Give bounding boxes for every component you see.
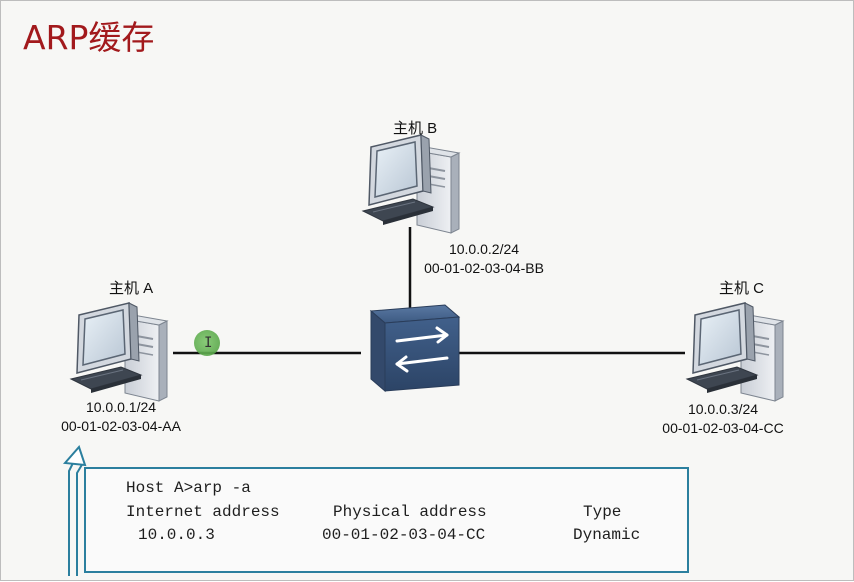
switch-icon: [369, 304, 461, 393]
host-b-ip: 10.0.0.2/24: [448, 241, 520, 257]
host-c-address-block: 10.0.0.3/24 00-01-02-03-04-CC: [645, 400, 801, 438]
slide-title: ARP缓存: [23, 18, 155, 57]
console-header-ip: Internet address: [126, 503, 280, 521]
host-c-ip: 10.0.0.3/24: [687, 401, 759, 417]
host-c-mac: 00-01-02-03-04-CC: [662, 420, 784, 436]
host-a-mac: 00-01-02-03-04-AA: [61, 418, 181, 434]
console-header-type: Type: [583, 503, 622, 521]
host-b-mac: 00-01-02-03-04-BB: [424, 260, 544, 276]
host-b-name: 主机 B: [393, 120, 438, 137]
console-command: Host A>arp -a: [126, 479, 251, 497]
console-header-mac: Physical address: [333, 503, 487, 521]
host-a-computer-icon: [70, 302, 168, 402]
host-c-name: 主机 C: [719, 280, 765, 297]
callout-arrow-icon: [62, 445, 87, 576]
host-b-address-block: 10.0.0.2/24 00-01-02-03-04-BB: [409, 240, 559, 278]
text-cursor-icon: I: [204, 335, 213, 351]
host-b-computer-icon: [362, 134, 460, 234]
console-row-type: Dynamic: [573, 526, 641, 544]
host-a-name: 主机 A: [109, 280, 154, 297]
cursor-highlight: [194, 330, 220, 356]
host-a-address-block: 10.0.0.1/24 00-01-02-03-04-AA: [43, 398, 199, 436]
console-row-mac: 00-01-02-03-04-CC: [322, 526, 486, 544]
host-c-computer-icon: [686, 302, 784, 402]
arp-console-box: Host A>arp -a Internet address Physical …: [84, 467, 689, 573]
host-a-ip: 10.0.0.1/24: [85, 399, 157, 415]
console-row-ip: 10.0.0.3: [138, 526, 215, 544]
